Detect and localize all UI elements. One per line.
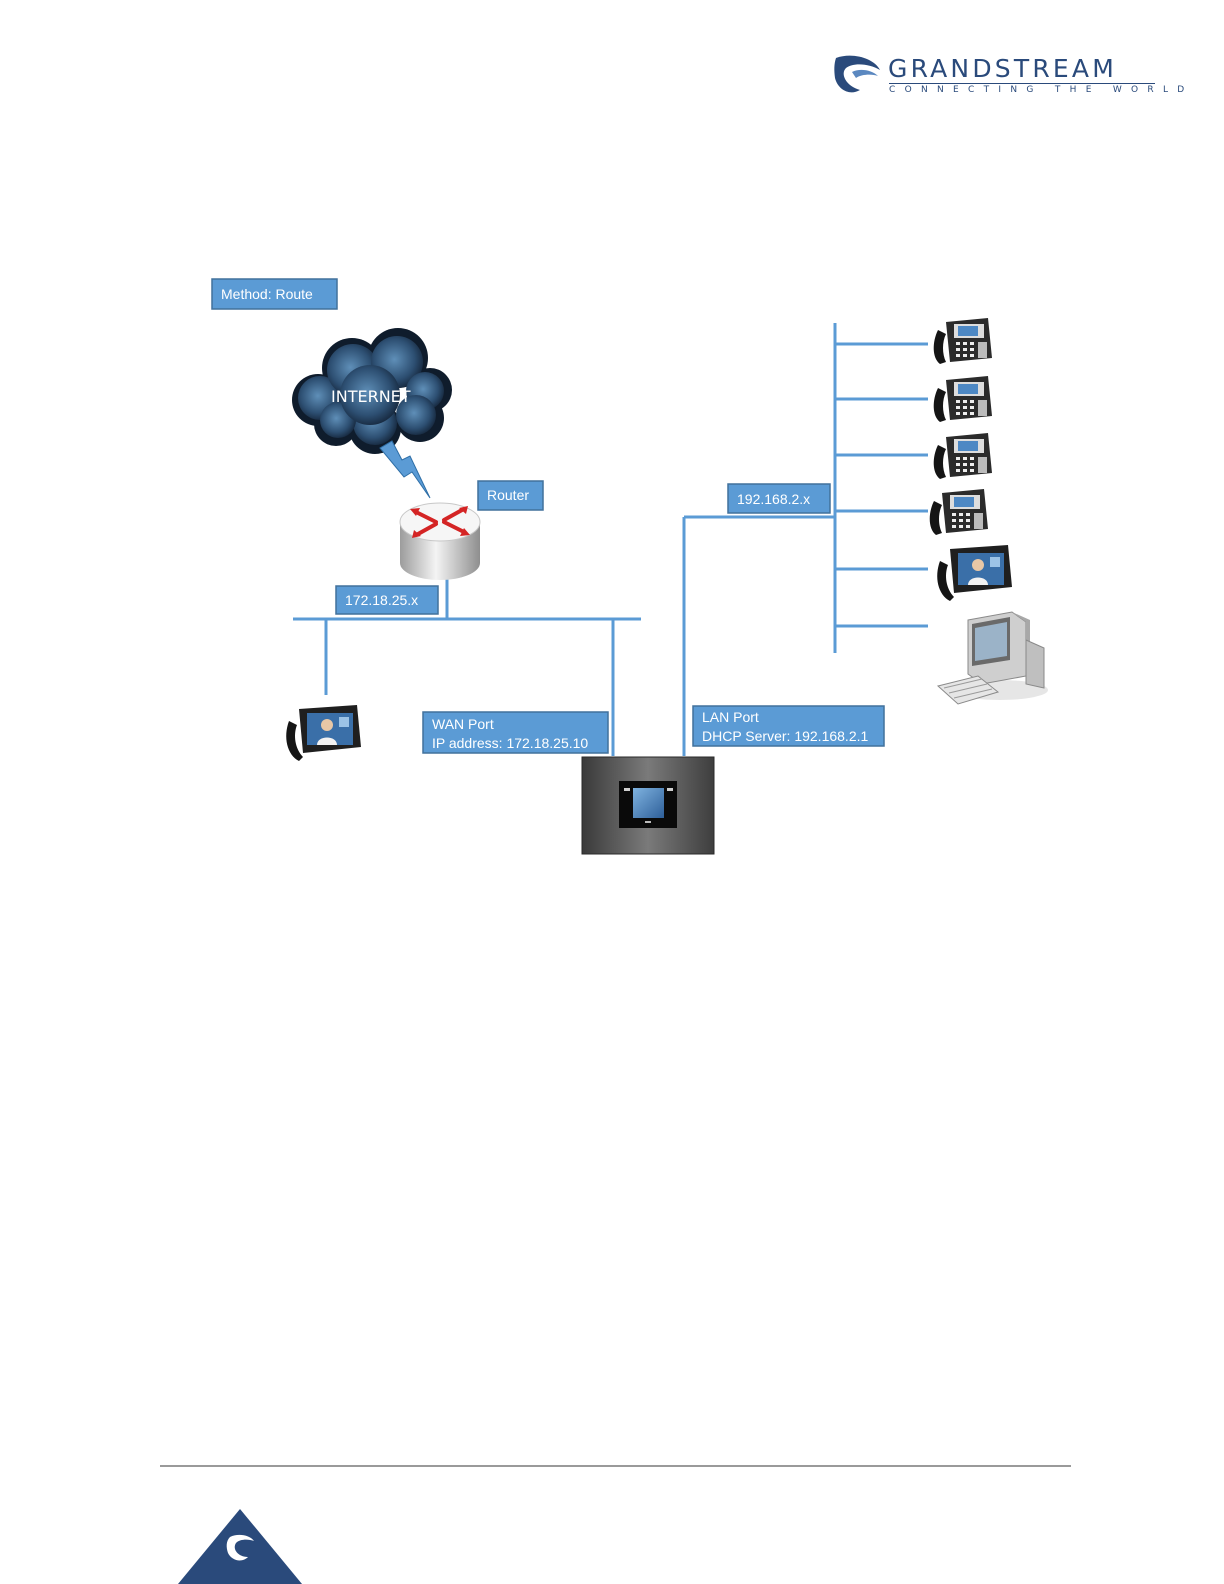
lan-port-title: LAN Port [702, 709, 759, 725]
wan-subnet-text: 172.18.25.x [345, 592, 418, 608]
lan-port-label: LAN Port DHCP Server: 192.168.2.1 [693, 706, 884, 746]
lan-subnet-label: 192.168.2.x [728, 484, 830, 513]
lan-port-dhcp: DHCP Server: 192.168.2.1 [702, 728, 868, 744]
ip-phone-icon [934, 318, 992, 364]
lan-subnet-text: 192.168.2.x [737, 491, 810, 507]
wan-port-ip: IP address: 172.18.25.10 [432, 735, 588, 751]
method-label: Method: Route [212, 279, 337, 309]
lightning-bolt-icon [380, 441, 430, 498]
router-label-text: Router [487, 487, 529, 503]
footer-divider [160, 1465, 1071, 1467]
wan-port-title: WAN Port [432, 716, 494, 732]
router-label: Router [478, 481, 543, 510]
video-phone-icon [937, 545, 1012, 601]
video-phone-icon [286, 705, 361, 761]
desktop-computer-icon [938, 612, 1048, 704]
network-diagram: Method: Route INTERNET [0, 0, 1224, 900]
wan-subnet-label: 172.18.25.x [336, 586, 438, 614]
footer-logo-badge-icon [178, 1509, 302, 1584]
ip-pbx-appliance-icon [582, 757, 714, 854]
lan-network-lines [684, 323, 928, 756]
ip-phone-icon [934, 433, 992, 479]
method-label-text: Method: Route [221, 286, 313, 302]
ip-phone-icon [930, 489, 988, 535]
ip-phone-icon [934, 376, 992, 422]
wan-port-label: WAN Port IP address: 172.18.25.10 [423, 712, 608, 753]
internet-label: INTERNET [331, 387, 411, 406]
router-icon [400, 503, 480, 580]
internet-cloud-icon: INTERNET [292, 328, 452, 454]
